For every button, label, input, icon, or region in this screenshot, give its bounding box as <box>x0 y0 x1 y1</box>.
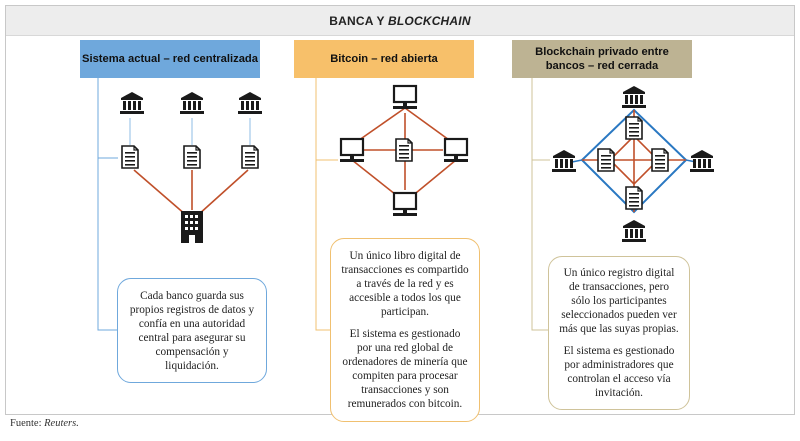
column-heading-closed: Blockchain privado entre bancos – red ce… <box>512 40 692 78</box>
bank-icon <box>180 92 204 114</box>
source-name: Reuters. <box>44 418 79 429</box>
title-prefix: BANCA Y <box>329 14 389 28</box>
source-prefix: Fuente: <box>10 418 45 429</box>
bank-icon <box>690 150 714 172</box>
bank-icon <box>622 86 646 108</box>
document-icon <box>597 148 615 172</box>
document-icon <box>651 148 669 172</box>
source-note: Fuente: Reuters. <box>10 418 79 429</box>
bank-icon <box>120 92 144 114</box>
document-icon <box>121 145 139 169</box>
link-line <box>197 169 249 216</box>
page-title: BANCA Y BLOCKCHAIN <box>6 6 794 36</box>
column-closed-network-diagram <box>531 78 714 331</box>
description-box-closed: Un único registro digital de transaccion… <box>548 256 690 410</box>
description-text: Un único libro digital de transacciones … <box>341 250 469 318</box>
computer-icon <box>391 191 419 218</box>
link-line <box>133 169 187 216</box>
khaki-connector-line <box>531 78 548 331</box>
computer-icon <box>442 137 470 164</box>
bank-icon <box>622 220 646 242</box>
column-heading-open: Bitcoin – red abierta <box>294 40 474 78</box>
orange-connector-line <box>315 78 330 331</box>
central-building-icon <box>181 211 203 243</box>
computer-icon <box>391 84 419 111</box>
bank-icon <box>552 150 576 172</box>
column-centralized-diagram <box>97 78 262 331</box>
description-text: Cada banco guarda sus propios registros … <box>129 289 255 372</box>
title-bar: BANCA Y BLOCKCHAIN <box>6 6 794 36</box>
column-open-network-diagram <box>315 78 470 331</box>
description-box-open: Un único libro digital de transacciones … <box>330 238 480 422</box>
document-icon <box>625 186 643 210</box>
description-text: El sistema es gestionado por una red glo… <box>342 328 468 410</box>
title-italic: BLOCKCHAIN <box>388 14 471 28</box>
column-heading-centralized: Sistema actual – red centralizada <box>80 40 260 78</box>
document-icon <box>395 138 413 162</box>
blue-connector-line <box>97 78 117 331</box>
document-icon <box>183 145 201 169</box>
document-icon <box>625 116 643 140</box>
description-text: El sistema es gestionado por administrad… <box>563 345 675 399</box>
bank-icon <box>238 92 262 114</box>
description-text: Un único registro digital de transaccion… <box>559 267 679 335</box>
document-icon <box>241 145 259 169</box>
description-box-centralized: Cada banco guarda sus propios registros … <box>117 278 267 383</box>
computer-icon <box>338 137 366 164</box>
